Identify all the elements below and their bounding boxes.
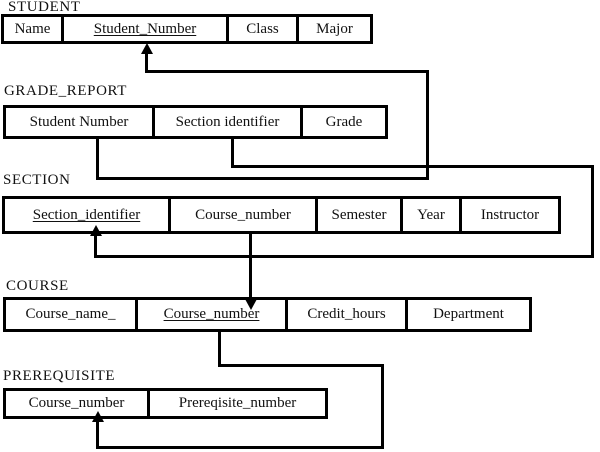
table-name-section: SECTION	[3, 172, 71, 188]
arrowhead-up-icon	[92, 411, 104, 422]
arrowhead-down-icon	[245, 299, 257, 310]
arrowhead-up-icon	[90, 225, 102, 236]
field-cell-section-identifier: Section identifier	[155, 108, 303, 136]
fk-line-segment	[96, 446, 384, 449]
arrowhead-up-icon	[141, 43, 153, 54]
field-cell-year: Year	[403, 199, 462, 231]
fk-line-segment	[96, 177, 429, 180]
fk-line-segment	[591, 165, 594, 258]
field-cell-student-number: Student_Number	[64, 17, 229, 41]
fk-line-segment	[381, 364, 384, 449]
fk-line-segment	[94, 235, 97, 257]
field-cell-class: Class	[229, 17, 299, 41]
field-cell-course-number: Course_number	[6, 391, 150, 416]
field-cell-credit-hours: Credit_hours	[288, 300, 408, 329]
field-cell-section-identifier: Section_identifier	[5, 199, 171, 231]
field-cell-name: Name	[4, 17, 64, 41]
fk-line-segment	[249, 232, 252, 302]
fk-line-segment	[231, 165, 594, 168]
fk-line-segment	[218, 364, 384, 367]
table-name-course: COURSE	[6, 278, 69, 294]
table-row: Section_identifier Course_number Semeste…	[2, 196, 561, 234]
field-cell-prereqisite-number: Prereqisite_number	[178, 395, 297, 411]
field-cell-major: Major	[316, 20, 353, 37]
fk-line-segment	[96, 421, 99, 448]
field-cell-grade: Grade	[325, 113, 363, 130]
fk-line-segment	[231, 137, 234, 168]
fk-line-segment	[145, 53, 148, 73]
table-name-prerequisite: PREREQUISITE	[3, 368, 116, 384]
field-cell-instructor: Instructor	[480, 206, 540, 223]
field-cell-department: Department	[433, 306, 504, 322]
field-cell-course-number: Course_number	[171, 199, 318, 231]
table-row: Student Number Section identifier Grade	[3, 105, 388, 139]
field-cell-course-number: Course_number	[138, 300, 288, 329]
field-cell-course-name: Course_name_	[6, 300, 138, 329]
fk-line-segment	[218, 330, 221, 367]
table-name-grade-report: GRADE_REPORT	[4, 83, 127, 99]
table-row: Course_name_ Course_number Credit_hours …	[3, 297, 532, 332]
field-cell-semester: Semester	[318, 199, 403, 231]
table-row: Course_number Prereqisite_number	[3, 388, 328, 419]
table-row: Name Student_Number Class Major	[1, 14, 373, 44]
fk-line-segment	[94, 255, 594, 258]
field-cell-student-number: Student Number	[6, 108, 155, 136]
fk-line-segment	[145, 70, 429, 73]
fk-line-segment	[96, 137, 99, 180]
fk-line-segment	[426, 70, 429, 180]
table-name-student: STUDENT	[8, 0, 81, 15]
